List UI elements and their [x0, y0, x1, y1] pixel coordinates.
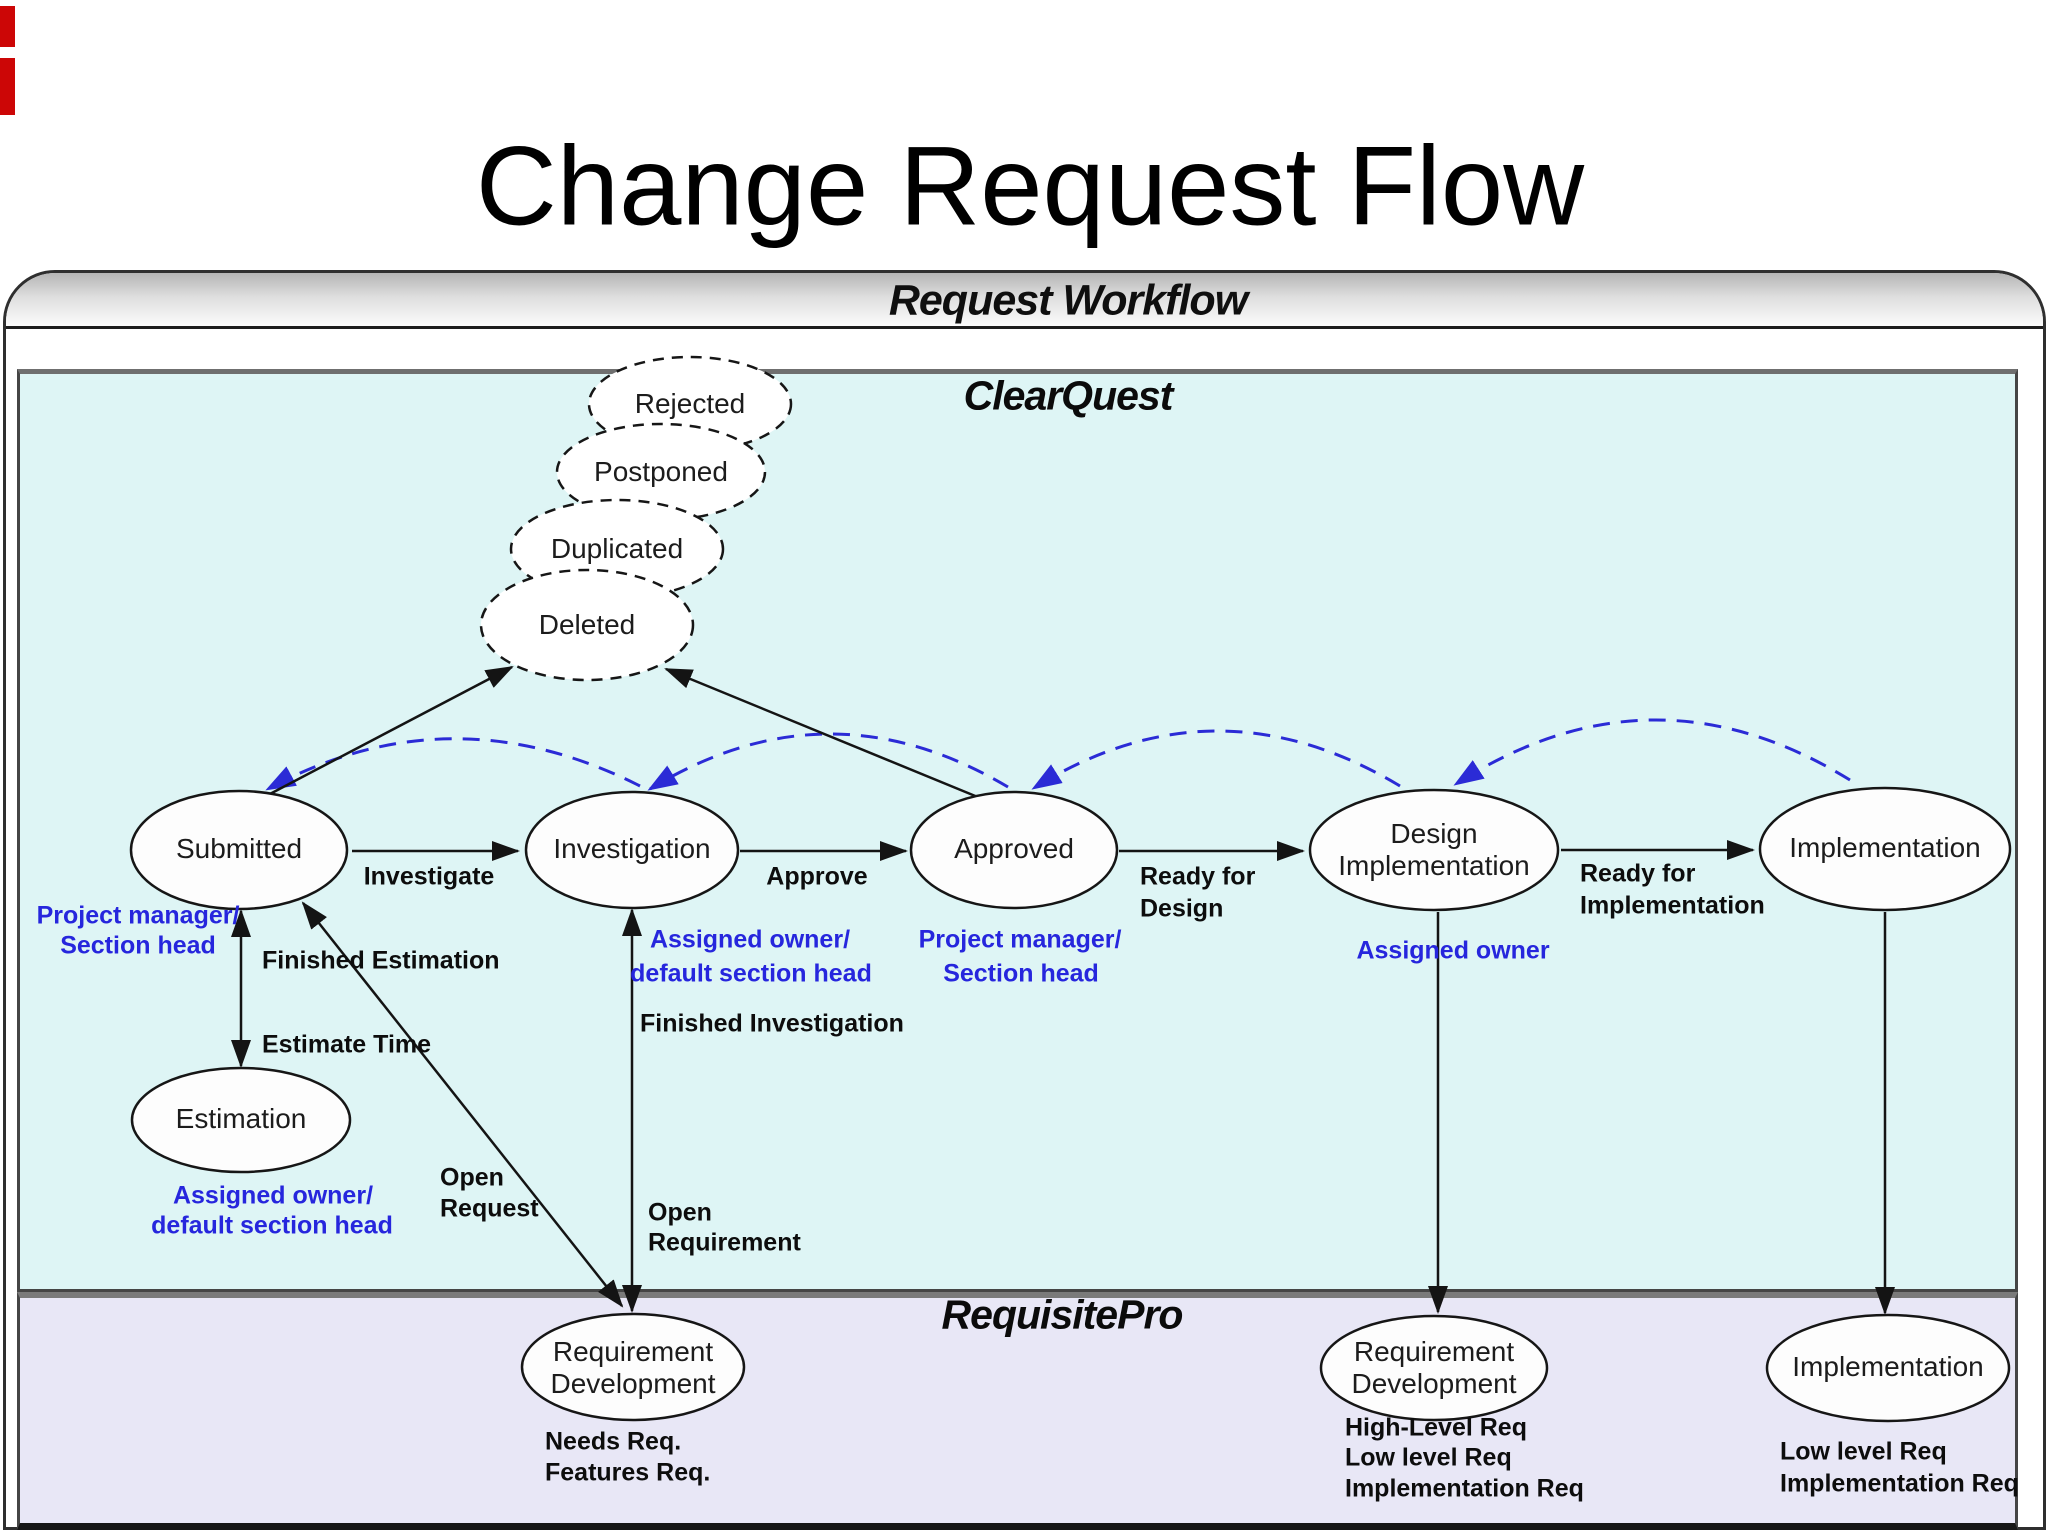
line-submitted-to-deleted [267, 665, 514, 797]
state-requirement-development-left [520, 1312, 746, 1422]
arc-implementation-to-design [1453, 718, 1851, 786]
state-implementation-label: Implementation [1789, 832, 1981, 863]
state-approved-label: Approved [954, 833, 1074, 864]
arc-investigation-to-submitted [265, 737, 641, 791]
artifact-low-level-req: Low level Req [1345, 1443, 1512, 1472]
artifact-high-level-req: High-Level Req [1345, 1413, 1527, 1442]
role-estimation-line2: default section head [151, 1211, 393, 1240]
transition-open-requirement-line1: Open [648, 1198, 712, 1227]
state-requirement-development-right [1319, 1314, 1549, 1422]
panel-header-bar [6, 273, 2043, 329]
state-deleted-label: Deleted [538, 609, 636, 640]
state-implementation-bottom [1765, 1313, 2011, 1423]
transition-finished-investigation-label: Finished Investigation [640, 1009, 904, 1038]
state-deleted [479, 568, 695, 682]
transition-estimate-time-label: Estimate Time [262, 1030, 432, 1059]
state-reqdev-right-label-line1: Requirement [1353, 1336, 1515, 1367]
state-design-implementation-label-line1: Design [1390, 818, 1478, 849]
page-title: Change Request Flow [475, 123, 1585, 249]
state-implementation [1758, 786, 2012, 912]
transition-open-requirement-line2: Requirement [648, 1228, 801, 1257]
transition-ready-for-implementation-line2: Implementation [1580, 891, 1765, 920]
arc-approved-to-investigation [647, 732, 1009, 791]
role-investigation-line2: default section head [630, 959, 872, 988]
state-submitted-label: Submitted [175, 833, 303, 864]
artifact-low-level-req-right: Low level Req [1780, 1437, 1947, 1466]
section-title-requisitepro: RequisitePro [941, 1291, 1184, 1338]
state-rejected-label: Rejected [634, 388, 746, 419]
state-approved [909, 790, 1119, 910]
red-edge-mark-bottom [0, 58, 15, 115]
transition-ready-for-design-line2: Design [1140, 894, 1224, 923]
role-estimation-line1: Assigned owner/ [172, 1181, 374, 1210]
state-estimation-label: Estimation [175, 1103, 307, 1134]
state-design-implementation-label-line2: Implementation [1338, 850, 1530, 881]
artifact-needs-req: Needs Req. [545, 1427, 682, 1456]
artifact-implementation-req: Implementation Req [1345, 1474, 1584, 1503]
state-reqdev-left-label-line2: Development [550, 1368, 716, 1399]
role-approved-line1: Project manager/ [918, 925, 1122, 954]
transition-investigate-label: Investigate [363, 862, 495, 891]
panel-header-title: Request Workflow [888, 276, 1248, 325]
transition-ready-for-design-line1: Ready for [1140, 862, 1256, 891]
requisitepro-section [17, 1292, 2018, 1530]
state-reqdev-right-label-line2: Development [1351, 1368, 1517, 1399]
transition-finished-estimation-label: Finished Estimation [262, 946, 500, 975]
state-submitted [129, 789, 349, 911]
state-implementation-bottom-label: Implementation [1792, 1351, 1984, 1382]
artifact-features-req: Features Req. [545, 1458, 711, 1487]
transition-open-request-line1: Open [440, 1163, 504, 1192]
state-investigation [524, 790, 740, 910]
artifact-implementation-req-right: Implementation Req [1780, 1469, 2019, 1498]
transition-ready-for-implementation-line1: Ready for [1580, 859, 1696, 888]
state-design-implementation [1308, 788, 1560, 912]
state-investigation-label: Investigation [553, 833, 711, 864]
state-duplicated-label: Duplicated [550, 533, 684, 564]
role-design-implementation: Assigned owner [1356, 936, 1550, 965]
line-approved-to-deleted [664, 667, 986, 802]
line-submitted-reqdev [301, 901, 624, 1308]
arc-design-to-approved [1031, 729, 1401, 790]
role-submitted-line2: Section head [60, 931, 216, 960]
role-submitted-line1: Project manager/ [36, 901, 240, 930]
role-approved-line2: Section head [943, 959, 1099, 988]
transition-approve-label: Approve [766, 862, 868, 891]
state-postponed-label: Postponed [594, 456, 728, 487]
state-estimation [130, 1066, 352, 1174]
red-edge-mark-top [0, 6, 15, 47]
role-investigation-line1: Assigned owner/ [649, 925, 851, 954]
state-reqdev-left-label-line1: Requirement [552, 1336, 714, 1367]
transition-open-request-line2: Request [440, 1194, 539, 1223]
section-title-clearquest: ClearQuest [963, 372, 1174, 419]
